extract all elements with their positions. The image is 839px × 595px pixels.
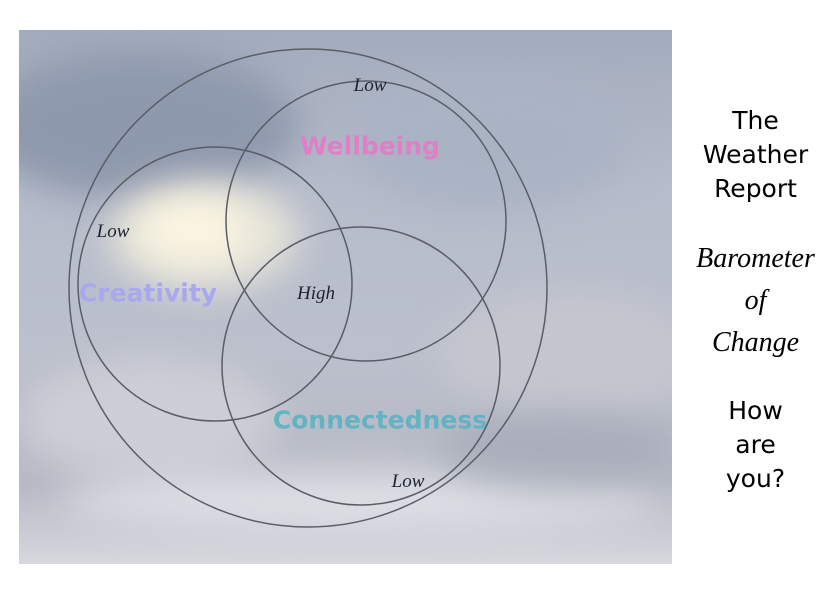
center-high-marker: High <box>297 283 335 304</box>
outer-circle <box>68 48 548 528</box>
subtitle-line: Change <box>711 327 800 358</box>
left-low-marker: Low <box>96 221 130 242</box>
sky-background-photo: Low Low Low High Wellbeing Creativity Co… <box>19 30 672 564</box>
creativity-circle <box>77 146 353 422</box>
creativity-label: Creativity <box>78 278 218 308</box>
wellbeing-circle <box>225 80 507 362</box>
wellbeing-label: Wellbeing <box>300 131 440 161</box>
report-question: How are you? <box>672 394 839 496</box>
question-line: How <box>728 396 783 425</box>
subtitle-line: Barometer <box>696 243 815 274</box>
top-low-marker: Low <box>353 75 387 96</box>
bottom-low-marker: Low <box>391 471 425 492</box>
question-line: you? <box>725 464 786 493</box>
report-subtitle: Barometer of Change <box>672 238 839 364</box>
title-line: Weather <box>702 140 809 169</box>
title-line: The <box>732 106 779 135</box>
question-line: are <box>735 430 776 459</box>
title-line: Report <box>714 174 797 203</box>
connectedness-label: Connectedness <box>272 405 488 435</box>
report-title: The Weather Report <box>672 104 839 206</box>
venn-diagram <box>68 48 548 528</box>
subtitle-line: of <box>744 285 767 316</box>
connectedness-circle <box>221 226 501 506</box>
